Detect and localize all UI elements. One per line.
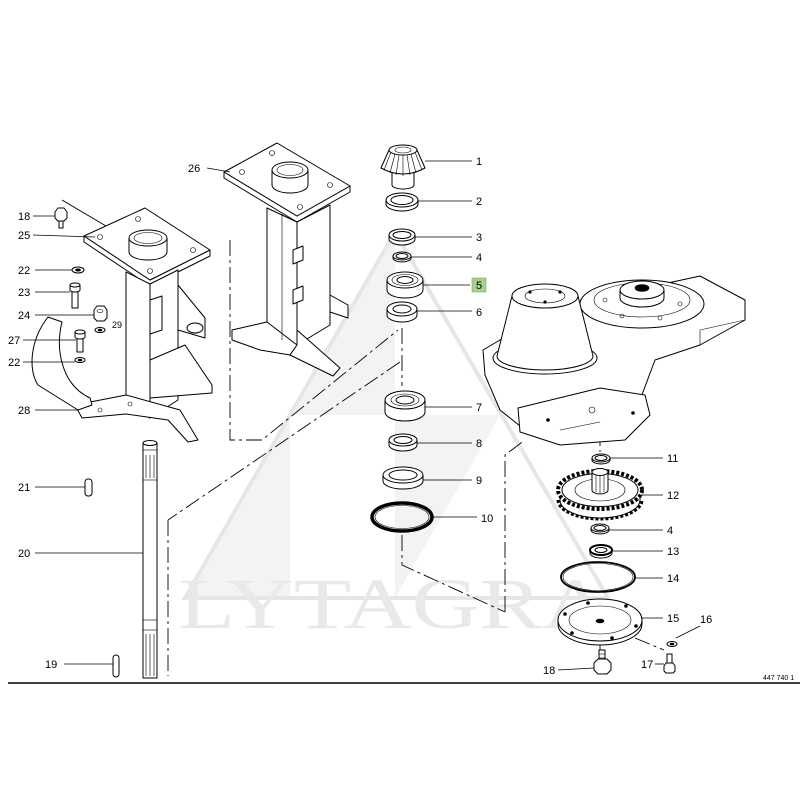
part-17-bolt (663, 653, 676, 674)
part-26-stand (223, 142, 351, 377)
part-29-washer (94, 327, 106, 333)
callout-4: 4 (476, 252, 482, 264)
part-13-ring (589, 544, 613, 559)
part-18-bolt-right (593, 649, 612, 675)
part-21-pin (84, 478, 93, 497)
leader-lines (23, 160, 701, 671)
callout-15: 15 (667, 613, 679, 625)
watermark-text: LYTAGRA (178, 564, 610, 644)
part-14-o-ring (560, 561, 636, 593)
callout-labels: 1 2 3 4 5 6 7 8 9 10 11 12 4 13 14 15 16… (8, 156, 712, 677)
part-23-bolt (69, 282, 81, 309)
callout-9: 9 (476, 475, 482, 487)
gearbox-casting (482, 275, 746, 446)
part-15-cover-plate (557, 598, 643, 646)
part-27-bolt (74, 329, 86, 353)
callout-14: 14 (667, 573, 679, 585)
part-22-washer-lower (74, 357, 86, 363)
drawing-number: 447 740 1 (763, 675, 794, 682)
callout-12: 12 (667, 490, 679, 502)
part-5-bearing (386, 271, 424, 299)
callout-21: 21 (18, 482, 30, 494)
callout-18-right: 18 (543, 665, 555, 677)
part-7-bearing (384, 390, 426, 422)
part-24-nut (93, 305, 108, 322)
part-3-ring (388, 228, 416, 246)
callout-17: 17 (641, 659, 653, 671)
part-4-ring-lower (590, 523, 610, 535)
callout-27: 27 (8, 335, 20, 347)
callout-4-lower: 4 (667, 525, 673, 537)
part-16-washer (666, 641, 678, 647)
callout-29: 29 (112, 320, 122, 330)
part-2-ring (385, 192, 419, 212)
callout-25: 25 (18, 230, 30, 242)
callout-highlight (471, 277, 487, 293)
callout-6: 6 (476, 307, 482, 319)
callout-11: 11 (667, 453, 678, 465)
callout-7: 7 (476, 402, 482, 414)
callout-10: 10 (481, 513, 493, 525)
callout-16: 16 (700, 614, 712, 626)
part-4-ring-upper (392, 251, 412, 263)
callout-24: 24 (18, 310, 30, 322)
watermark-logo: LYTAGRA (178, 228, 612, 644)
callout-26: 26 (188, 163, 200, 175)
callout-1: 1 (476, 156, 482, 168)
part-18-bolt-left (54, 207, 68, 229)
callout-28: 28 (18, 405, 30, 417)
callout-8: 8 (476, 438, 482, 450)
part-1-bevel-gear (380, 144, 426, 190)
part-22-washer-upper (71, 266, 85, 274)
callout-13: 13 (667, 546, 679, 558)
callout-19: 19 (45, 659, 57, 671)
callout-18-left: 18 (18, 211, 30, 223)
callout-2: 2 (476, 196, 482, 208)
callout-23: 23 (18, 287, 30, 299)
part-20-drive-shaft (142, 440, 158, 679)
callout-22-lower: 22 (8, 357, 20, 369)
part-9-ring (382, 466, 424, 490)
part-8-ring (388, 433, 418, 452)
part-19-pin (112, 654, 120, 678)
callout-22-upper: 22 (18, 265, 30, 277)
part-11-ring (591, 453, 611, 465)
callout-20: 20 (18, 548, 30, 560)
callout-5: 5 (476, 280, 482, 292)
callout-3: 3 (476, 232, 482, 244)
part-6-ring (386, 301, 418, 323)
part-12-gear (556, 468, 644, 521)
